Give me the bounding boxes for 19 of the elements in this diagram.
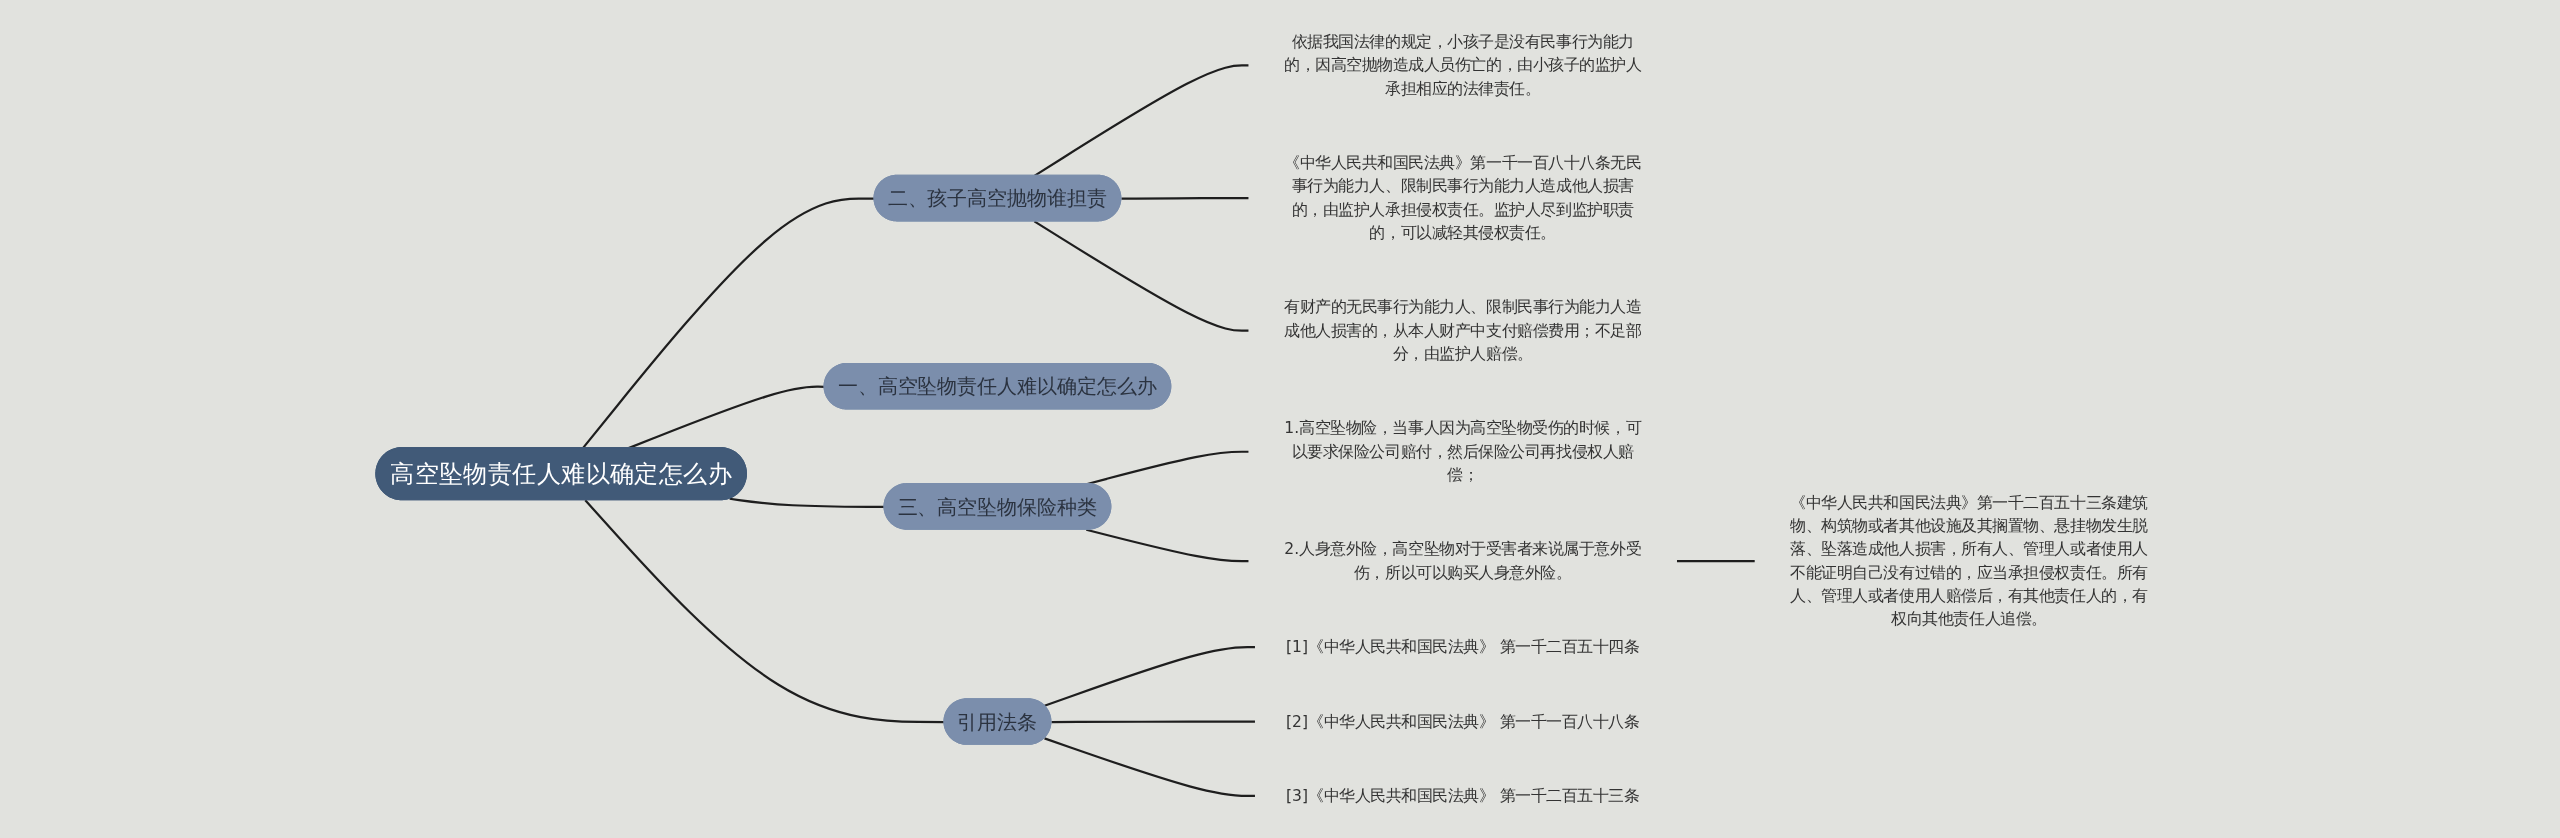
- connector: [1677, 560, 1756, 563]
- connector: [1121, 196, 1249, 200]
- node-text: 《中华人民共和国民法典》第一千一百八十八条无民事行为能力人、限制民事行为能力人造成他人损害的，由监护人承担侵权责任。监护人尽到监护职责的，可以减轻其侵权责任。: [1284, 153, 1642, 242]
- connector: [1051, 720, 1256, 724]
- node-text: 有财产的无民事行为能力人、限制民事行为能力人造成他人损害的，从本人财产中支付赔偿费用；不足部分，由监护人赔偿。: [1284, 297, 1642, 363]
- connector: [584, 499, 945, 724]
- node-text: 《中华人民共和国民法典》第一千二百五十三条建筑物、构筑物或者其他设施及其搁置物、悬挂物发生脱落、坠落造成他人损害，所有人、管理人或者使用人不能证明自己没有过错的，应当承担侵权责任。所有人、管理人或者使用人赔偿后，有其他责任人的，有权向其他责任人追偿。: [1790, 493, 2149, 628]
- node-text: [1]《中华人民共和国民法典》 第一千二百五十四条: [1286, 637, 1640, 656]
- node-text: [2]《中华人民共和国民法典》 第一千一百八十八条: [1286, 712, 1640, 730]
- node-text: 2.人身意外险，高空坠物对于受害者来说属于意外受伤，所以可以购买人身意外险。: [1284, 540, 1642, 582]
- connector: [1044, 737, 1256, 797]
- connector: [1086, 450, 1249, 486]
- node-text: 依据我国法律的规定，小孩子是没有民事行为能力的，因高空抛物造成人员伤亡的，由小孩子的监护人承担相应的法律责任。: [1284, 32, 1642, 98]
- node-text: [3]《中华人民共和国民法典》 第一千二百五十三条: [1286, 786, 1640, 805]
- connector: [1034, 64, 1249, 177]
- connector: [1034, 220, 1249, 332]
- node-text: 1.高空坠物险，当事人因为高空坠物受伤的时候，可以要求保险公司赔付，然后保险公司再找侵权人赔偿；: [1284, 418, 1642, 484]
- connector: [1044, 646, 1256, 707]
- connector: [1086, 528, 1249, 563]
